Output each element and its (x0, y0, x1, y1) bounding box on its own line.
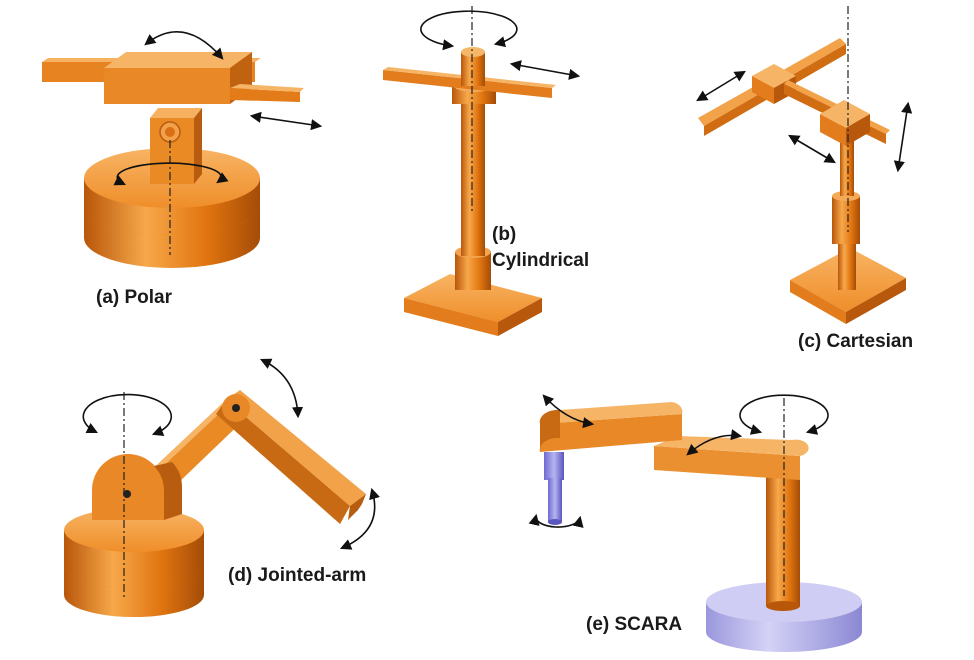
polar-robot (42, 31, 323, 268)
cartesian-robot (696, 6, 913, 324)
caption-cartesian: (c) Cartesian (798, 331, 914, 352)
cylindrical-robot (383, 6, 581, 336)
caption-jointed-arm: (d) Jointed-arm (228, 565, 367, 586)
scara-robot (528, 394, 862, 652)
jointed-arm-robot (64, 358, 380, 617)
caption-cylindrical-name: Cylindrical (492, 250, 590, 271)
caption-scara: (e) SCARA (586, 614, 683, 635)
caption-polar: (a) Polar (96, 287, 173, 308)
caption-cylindrical-letter: (b) (492, 224, 517, 245)
